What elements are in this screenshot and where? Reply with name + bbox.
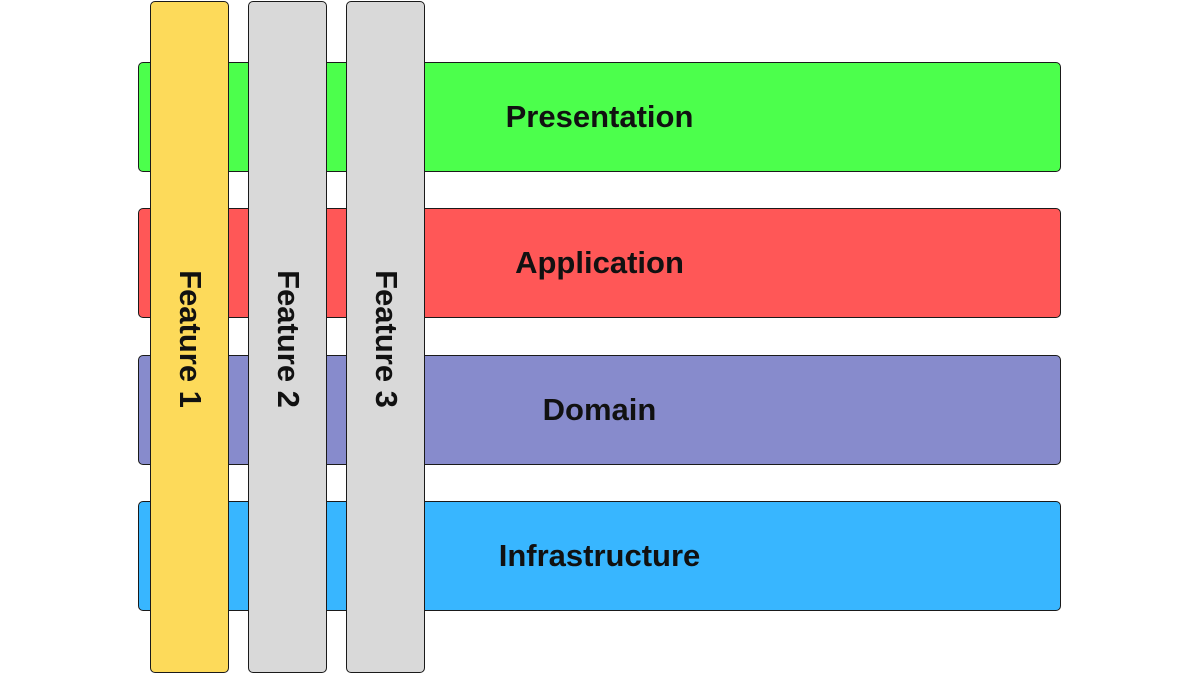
feature-2-label: Feature 2 bbox=[270, 270, 306, 408]
layer-domain-label: Domain bbox=[542, 392, 657, 427]
layer-presentation-label: Presentation bbox=[505, 99, 694, 134]
feature-1-label: Feature 1 bbox=[172, 270, 208, 408]
layer-infrastructure-label: Infrastructure bbox=[498, 538, 701, 573]
feature-2-column: Feature 2 bbox=[248, 1, 327, 673]
feature-1-column: Feature 1 bbox=[150, 1, 229, 673]
feature-3-column: Feature 3 bbox=[346, 1, 425, 673]
layer-application-label: Application bbox=[515, 245, 684, 280]
layer-application: Application bbox=[138, 208, 1061, 318]
feature-3-label: Feature 3 bbox=[368, 270, 404, 408]
